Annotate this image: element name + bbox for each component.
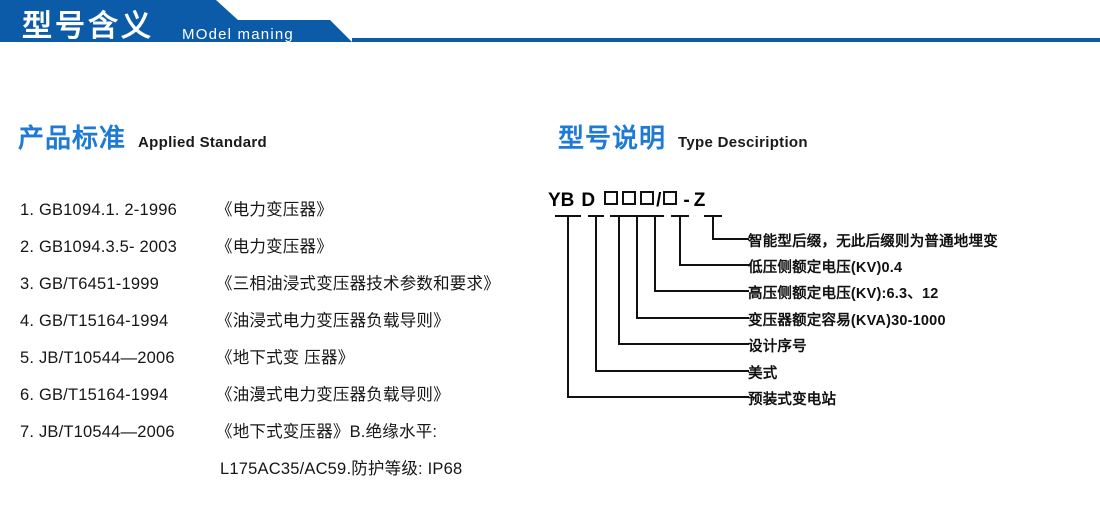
code-part-z: Z (693, 190, 706, 211)
diagram-label-prefab-substation: 预装式变电站 (748, 392, 837, 408)
list-item: 3. GB/T6451-1999 《三相油浸式变压器技术参数和要求》 (20, 270, 550, 307)
list-item: 5. JB/T10544—2006 《地下式变 压器》 (20, 344, 550, 381)
standard-code: 6. GB/T15164-1994 (20, 386, 169, 404)
banner-title-en: MOdel maning (182, 26, 294, 43)
standard-code: 7. JB/T10544—2006 (20, 423, 175, 441)
standard-code: 3. GB/T6451-1999 (20, 275, 159, 293)
diagram-label-american-style: 美式 (748, 366, 778, 382)
diagram-label-smart-suffix: 智能型后缀，无此后缀则为普通地埋变 (748, 234, 998, 250)
diagram-label-design-serial: 设计序号 (748, 339, 807, 355)
code-part-yb: YB (548, 190, 575, 211)
applied-standard-title-cn: 产品标准 (18, 123, 127, 153)
code-part-box-1 (604, 191, 619, 205)
banner-title-cn: 型号含义 (22, 10, 154, 43)
standard-code: 2. GB1094.3.5- 2003 (20, 238, 177, 256)
type-code-string: YB D /-Z (548, 190, 705, 218)
banner-shape (0, 0, 1100, 42)
section-heading-applied-standard: 产品标准 Applied Standard (18, 118, 267, 155)
standard-code: 1. GB1094.1. 2-1996 (20, 201, 177, 219)
applied-standard-list: 1. GB1094.1. 2-1996 《电力变压器》 2. GB1094.3.… (20, 196, 550, 492)
standard-title: 《电力变压器》 (216, 201, 333, 219)
diagram-leader-lines (555, 215, 749, 398)
code-part-d: D (581, 190, 596, 211)
list-item: 7. JB/T10544—2006 《地下式变压器》B.绝缘水平: (20, 418, 550, 455)
standard-code: 4. GB/T15164-1994 (20, 312, 169, 330)
type-description-title-en: Type Desciription (678, 134, 808, 151)
standard-continuation-line: L175AC35/AC59.防护等级: IP68 (220, 460, 463, 478)
standard-title: 《电力变压器》 (216, 238, 333, 256)
code-part-box-3 (640, 191, 655, 205)
list-item: 2. GB1094.3.5- 2003 《电力变压器》 (20, 233, 550, 270)
diagram-label-hv-voltage: 高压侧额定电压(KV):6.3、12 (748, 286, 939, 302)
code-part-box-4 (663, 191, 678, 205)
code-part-slash: / (656, 190, 662, 211)
standard-title: 《地下式变 压器》 (216, 349, 355, 367)
code-part-dash: - (683, 190, 690, 211)
type-description-title-cn: 型号说明 (558, 123, 667, 153)
diagram-label-rated-capacity: 变压器额定容易(KVA)30-1000 (748, 313, 946, 329)
list-item: 4. GB/T15164-1994 《油浸式电力变压器负载导则》 (20, 307, 550, 344)
code-part-box-2 (622, 191, 637, 205)
standard-code: 5. JB/T10544—2006 (20, 349, 175, 367)
list-item: 1. GB1094.1. 2-1996 《电力变压器》 (20, 196, 550, 233)
section-heading-type-description: 型号说明 Type Desciription (558, 118, 808, 155)
page-banner: 型号含义 MOdel maning (0, 0, 1100, 58)
standard-title: 《地下式变压器》B.绝缘水平: (216, 423, 438, 441)
standard-title: 《三相油浸式变压器技术参数和要求》 (216, 275, 500, 293)
diagram-label-lv-voltage: 低压侧额定电压(KV)0.4 (748, 260, 903, 276)
applied-standard-title-en: Applied Standard (138, 134, 267, 151)
list-item: 6. GB/T15164-1994 《油漫式电力变压器负载导则》 (20, 381, 550, 418)
standard-title: 《油漫式电力变压器负载导则》 (216, 386, 450, 404)
standard-title: 《油浸式电力变压器负载导则》 (216, 312, 450, 330)
